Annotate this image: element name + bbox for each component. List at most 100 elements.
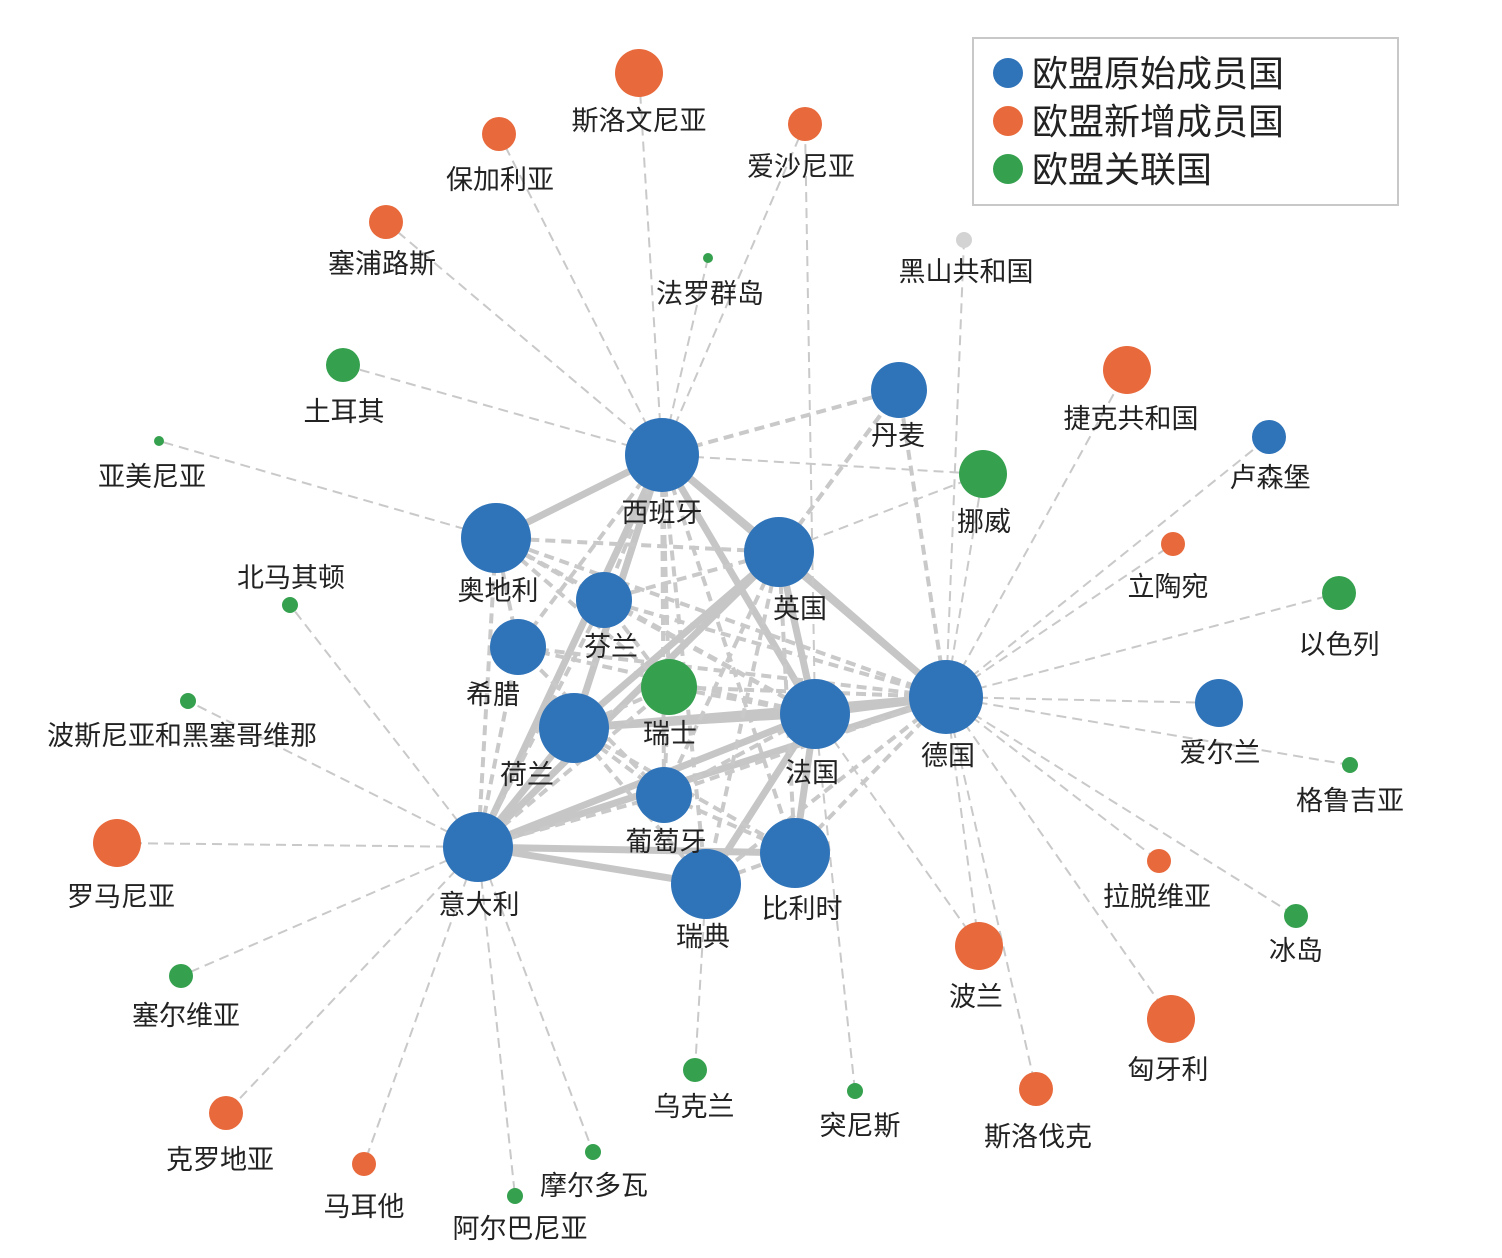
node-label-波兰: 波兰 xyxy=(949,982,1003,1013)
edge-意大利-芬兰 xyxy=(476,599,606,848)
node-奥地利: 奥地利 xyxy=(458,503,539,607)
node-波斯尼亚和黑塞哥维那: 波斯尼亚和黑塞哥维那 xyxy=(47,693,317,752)
edge-西班牙-意大利 xyxy=(474,453,666,849)
node-label-塞尔维亚: 塞尔维亚 xyxy=(132,1001,240,1032)
edges-layer xyxy=(116,72,1351,1197)
node-label-格鲁吉亚: 格鲁吉亚 xyxy=(1296,786,1404,817)
edge-意大利-波斯尼亚和黑塞哥维那 xyxy=(187,700,479,848)
node-立陶宛: 立陶宛 xyxy=(1128,532,1209,603)
node-circle-希腊 xyxy=(490,619,546,675)
legend: 欧盟原始成员国 欧盟新增成员国 欧盟关联国 xyxy=(972,37,1399,206)
node-比利时: 比利时 xyxy=(760,818,843,925)
node-label-德国: 德国 xyxy=(921,741,975,772)
node-爱沙尼亚: 爱沙尼亚 xyxy=(747,107,855,183)
node-label-以色列: 以色列 xyxy=(1299,630,1380,661)
node-label-意大利: 意大利 xyxy=(439,890,520,921)
node-波兰: 波兰 xyxy=(949,922,1003,1013)
node-circle-斯洛文尼亚 xyxy=(615,49,663,97)
node-label-法罗群岛: 法罗群岛 xyxy=(656,279,764,310)
edge-西班牙-希腊 xyxy=(516,453,664,649)
edge-西班牙-土耳其 xyxy=(342,364,663,456)
edge-德国-匈牙利 xyxy=(945,696,1172,1020)
node-circle-芬兰 xyxy=(576,572,632,628)
node-乌克兰: 乌克兰 xyxy=(654,1058,735,1123)
node-荷兰: 荷兰 xyxy=(500,693,609,791)
edge-西班牙-保加利亚 xyxy=(498,133,663,456)
node-circle-冰岛 xyxy=(1284,904,1308,928)
node-法国: 法国 xyxy=(780,679,850,789)
node-label-西班牙: 西班牙 xyxy=(622,498,703,529)
node-法罗群岛: 法罗群岛 xyxy=(656,253,764,310)
node-突尼斯: 突尼斯 xyxy=(820,1083,901,1142)
node-卢森堡: 卢森堡 xyxy=(1230,420,1311,494)
edge-意大利-瑞典 xyxy=(477,843,707,888)
node-circle-以色列 xyxy=(1322,576,1356,610)
node-冰岛: 冰岛 xyxy=(1269,904,1323,967)
node-意大利: 意大利 xyxy=(439,812,520,921)
node-label-奥地利: 奥地利 xyxy=(458,576,539,607)
edge-意大利-北马其顿 xyxy=(289,604,479,848)
node-circle-亚美尼亚 xyxy=(154,436,164,446)
legend-box xyxy=(972,37,1399,206)
node-北马其顿: 北马其顿 xyxy=(237,563,345,613)
node-label-希腊: 希腊 xyxy=(466,680,520,711)
node-circle-比利时 xyxy=(760,818,830,888)
node-label-立陶宛: 立陶宛 xyxy=(1128,572,1209,603)
legend-marker-associated xyxy=(993,154,1023,184)
node-爱尔兰: 爱尔兰 xyxy=(1180,679,1261,769)
node-circle-爱尔兰 xyxy=(1195,679,1243,727)
legend-label-new: 欧盟新增成员国 xyxy=(1032,102,1284,143)
node-芬兰: 芬兰 xyxy=(576,572,638,663)
node-保加利亚: 保加利亚 xyxy=(446,117,554,196)
node-label-芬兰: 芬兰 xyxy=(584,632,638,663)
node-塞浦路斯: 塞浦路斯 xyxy=(328,205,436,280)
node-circle-匈牙利 xyxy=(1147,995,1195,1043)
node-label-摩尔多瓦: 摩尔多瓦 xyxy=(540,1171,648,1202)
node-label-保加利亚: 保加利亚 xyxy=(446,165,554,196)
edge-意大利-瑞士 xyxy=(476,685,671,849)
node-label-马耳他: 马耳他 xyxy=(324,1192,405,1223)
node-circle-奥地利 xyxy=(461,503,531,573)
node-circle-爱沙尼亚 xyxy=(788,107,822,141)
node-circle-土耳其 xyxy=(326,348,360,382)
node-circle-马耳他 xyxy=(352,1152,376,1176)
node-土耳其: 土耳其 xyxy=(304,348,385,428)
node-label-英国: 英国 xyxy=(773,594,827,625)
node-label-突尼斯: 突尼斯 xyxy=(820,1111,901,1142)
edge-德国-冰岛 xyxy=(945,696,1297,917)
node-label-拉脱维亚: 拉脱维亚 xyxy=(1103,882,1211,913)
node-label-荷兰: 荷兰 xyxy=(500,760,554,791)
node-circle-波兰 xyxy=(955,922,1003,970)
node-拉脱维亚: 拉脱维亚 xyxy=(1103,849,1211,913)
node-label-卢森堡: 卢森堡 xyxy=(1230,463,1311,494)
node-label-瑞士: 瑞士 xyxy=(643,719,697,750)
node-label-黑山共和国: 黑山共和国 xyxy=(899,257,1034,288)
node-label-塞浦路斯: 塞浦路斯 xyxy=(328,249,436,280)
edge-意大利-塞尔维亚 xyxy=(180,846,479,977)
edge-英国-瑞典 xyxy=(704,551,781,885)
node-label-爱尔兰: 爱尔兰 xyxy=(1180,738,1261,769)
node-circle-葡萄牙 xyxy=(636,767,692,823)
edge-英国-芬兰 xyxy=(603,550,780,602)
node-circle-捷克共和国 xyxy=(1103,346,1151,394)
node-label-阿尔巴尼亚: 阿尔巴尼亚 xyxy=(453,1214,588,1245)
node-label-波斯尼亚和黑塞哥维那: 波斯尼亚和黑塞哥维那 xyxy=(47,721,317,752)
node-捷克共和国: 捷克共和国 xyxy=(1064,346,1199,435)
edge-意大利-阿尔巴尼亚 xyxy=(477,846,516,1197)
node-label-比利时: 比利时 xyxy=(762,894,843,925)
node-circle-克罗地亚 xyxy=(209,1096,243,1130)
node-马耳他: 马耳他 xyxy=(324,1152,405,1223)
node-circle-突尼斯 xyxy=(847,1083,863,1099)
node-circle-罗马尼亚 xyxy=(93,819,141,867)
edge-德国-挪威 xyxy=(945,473,984,698)
node-匈牙利: 匈牙利 xyxy=(1128,995,1209,1086)
node-circle-瑞典 xyxy=(671,849,741,919)
edge-德国-芬兰 xyxy=(603,598,947,699)
edge-德国-波兰 xyxy=(945,696,980,947)
node-丹麦: 丹麦 xyxy=(871,362,927,452)
node-label-捷克共和国: 捷克共和国 xyxy=(1064,404,1199,435)
node-circle-西班牙 xyxy=(625,418,699,492)
node-德国: 德国 xyxy=(909,660,983,772)
edge-英国-挪威 xyxy=(778,473,984,553)
